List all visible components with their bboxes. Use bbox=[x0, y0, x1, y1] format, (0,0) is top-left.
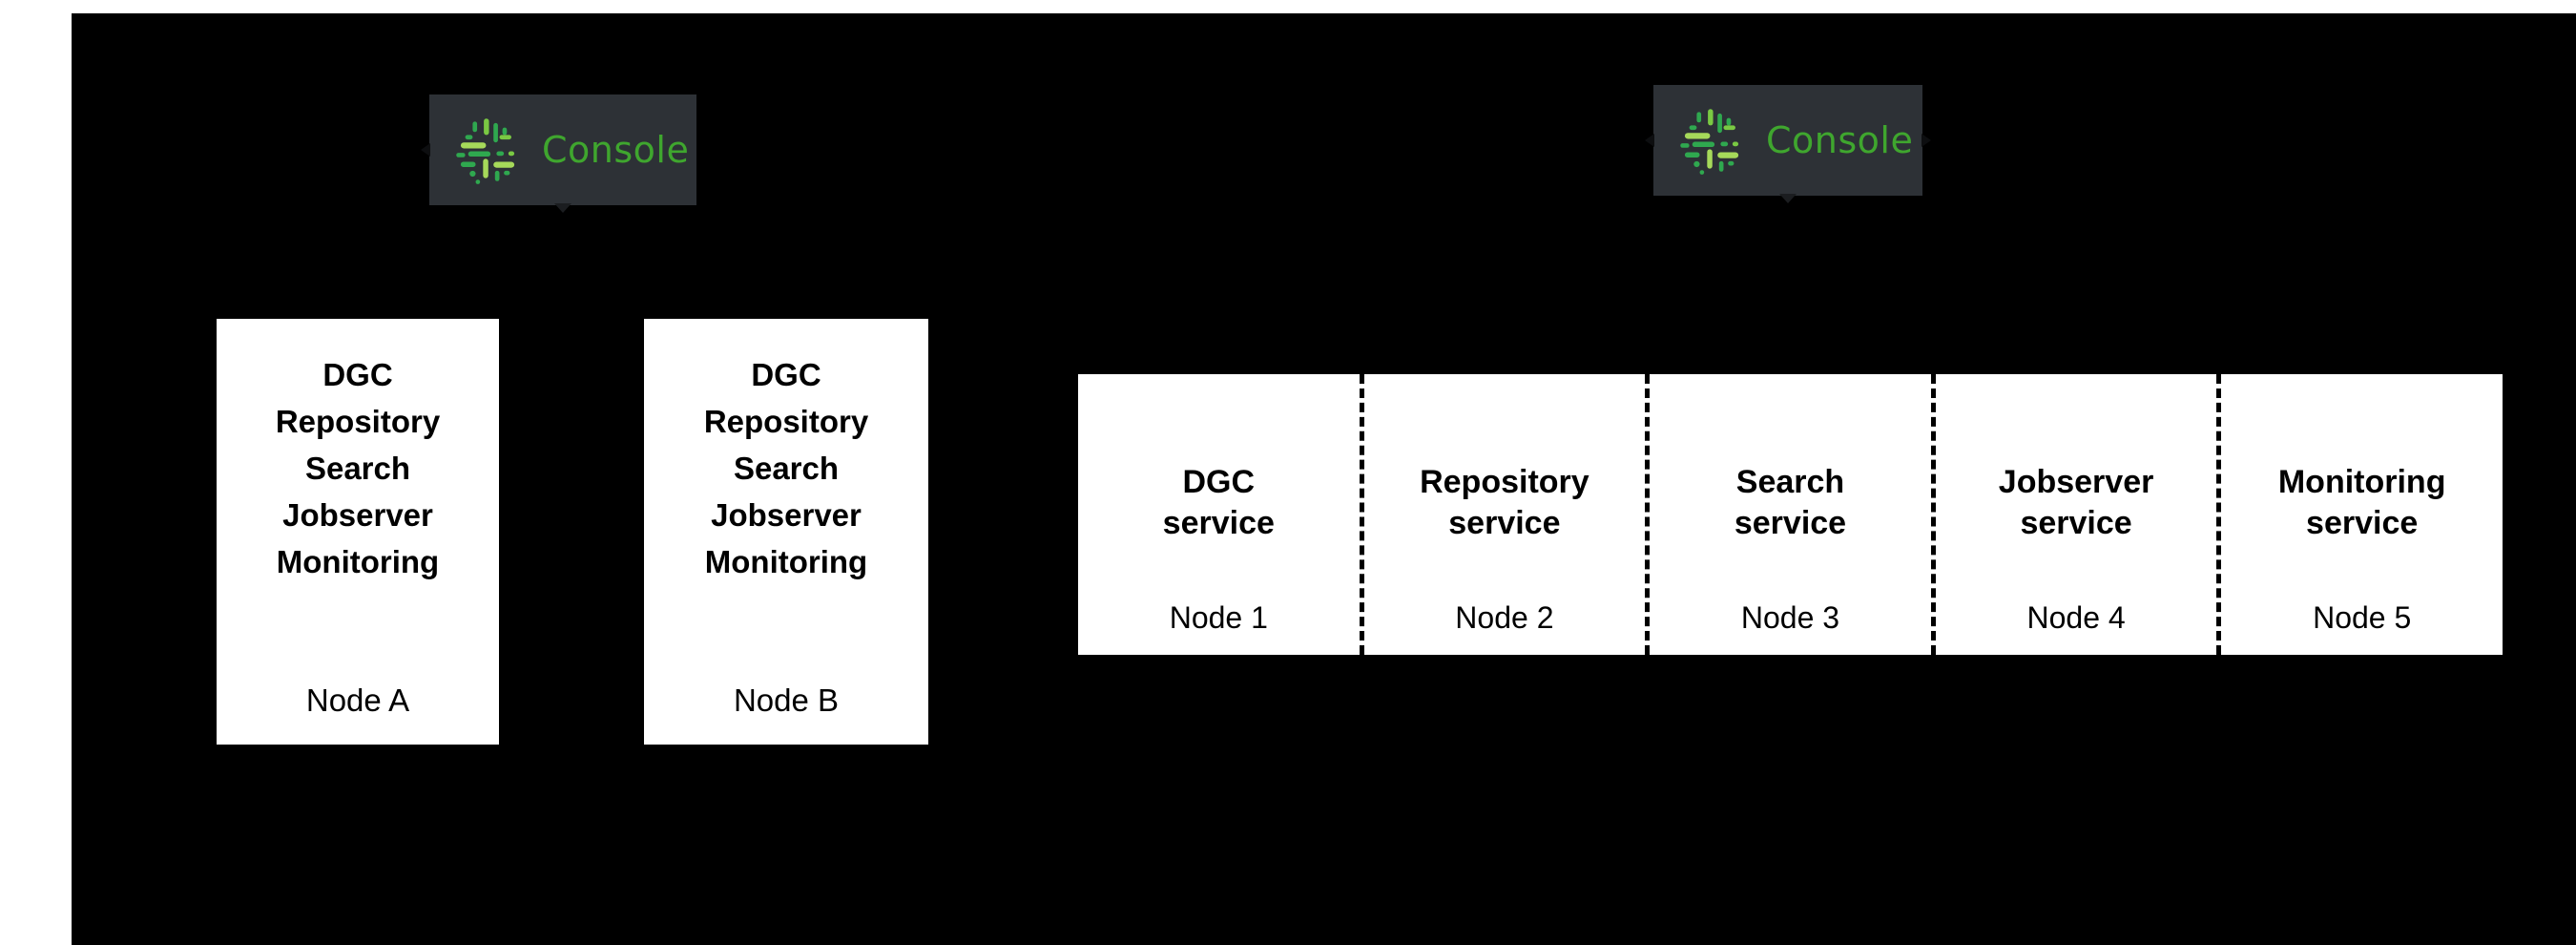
service-item: Repository bbox=[703, 404, 869, 439]
node-panel-name: Node 4 bbox=[2026, 600, 2126, 635]
service-item: Monitoring bbox=[704, 544, 868, 579]
service-list: DGC Repository Search Jobserver Monitori… bbox=[704, 351, 868, 585]
service-title-line1: Monitoring bbox=[2277, 464, 2446, 500]
service-item: Jobserver bbox=[282, 497, 433, 533]
service-list: DGC Repository Search Jobserver Monitori… bbox=[276, 351, 440, 585]
distributed-node-panel: DGC service Node 1 Repository service No… bbox=[1078, 374, 2503, 655]
node-panel-cell-1[interactable]: DGC service Node 1 bbox=[1078, 374, 1360, 655]
service-title-line2: service bbox=[2020, 505, 2132, 541]
service-item: DGC bbox=[751, 357, 821, 392]
node-panel-name: Node 1 bbox=[1169, 600, 1268, 635]
node-card-b[interactable]: DGC Repository Search Jobserver Monitori… bbox=[644, 319, 928, 745]
service-title-line1: Jobserver bbox=[1998, 464, 2154, 500]
service-item: Jobserver bbox=[711, 497, 862, 533]
service-item: Monitoring bbox=[276, 544, 440, 579]
console-badge-label: Console bbox=[542, 129, 690, 171]
service-item: Search bbox=[733, 451, 840, 486]
service-title-line2: service bbox=[2306, 505, 2419, 541]
badge-connector-left-icon bbox=[1645, 134, 1654, 147]
console-badge-left[interactable]: Console bbox=[421, 94, 696, 213]
node-panel-cell-5[interactable]: Monitoring service Node 5 bbox=[2216, 374, 2503, 655]
console-badge-label: Console bbox=[1766, 119, 1914, 161]
console-badge-right[interactable]: Console bbox=[1645, 85, 1931, 203]
service-item: Repository bbox=[275, 404, 441, 439]
service-title: Monitoring service bbox=[2278, 462, 2446, 544]
service-title-line2: service bbox=[1448, 505, 1561, 541]
node-card-a[interactable]: DGC Repository Search Jobserver Monitori… bbox=[217, 319, 499, 745]
service-item: Search bbox=[304, 451, 411, 486]
node-panel-name: Node 3 bbox=[1740, 600, 1840, 635]
node-panel-name: Node 5 bbox=[2313, 600, 2412, 635]
service-item: DGC bbox=[322, 357, 393, 392]
node-card-name: Node A bbox=[305, 682, 410, 718]
console-dashes-icon bbox=[450, 113, 525, 187]
service-title: DGC service bbox=[1163, 462, 1275, 544]
service-title-line1: DGC bbox=[1182, 464, 1256, 500]
service-title-line1: Search bbox=[1735, 464, 1845, 500]
diagram-canvas: Console bbox=[72, 13, 2576, 945]
node-panel-cell-4[interactable]: Jobserver service Node 4 bbox=[1930, 374, 2217, 655]
node-panel-cell-2[interactable]: Repository service Node 2 bbox=[1359, 374, 1646, 655]
service-title-line1: Repository bbox=[1420, 464, 1589, 500]
badge-connector-right-icon bbox=[1922, 134, 1931, 147]
service-title-line2: service bbox=[1734, 505, 1847, 541]
node-panel-name: Node 2 bbox=[1455, 600, 1554, 635]
service-title: Search service bbox=[1735, 462, 1846, 544]
badge-connector-down-icon bbox=[1779, 194, 1797, 203]
console-dashes-icon bbox=[1674, 103, 1749, 178]
node-panel-cell-3[interactable]: Search service Node 3 bbox=[1645, 374, 1931, 655]
node-card-name: Node B bbox=[733, 682, 840, 718]
service-title: Repository service bbox=[1420, 462, 1589, 544]
service-title: Jobserver service bbox=[1999, 462, 2154, 544]
service-title-line2: service bbox=[1162, 505, 1275, 541]
badge-connector-down-icon bbox=[554, 203, 571, 213]
badge-connector-left-icon bbox=[421, 143, 430, 157]
